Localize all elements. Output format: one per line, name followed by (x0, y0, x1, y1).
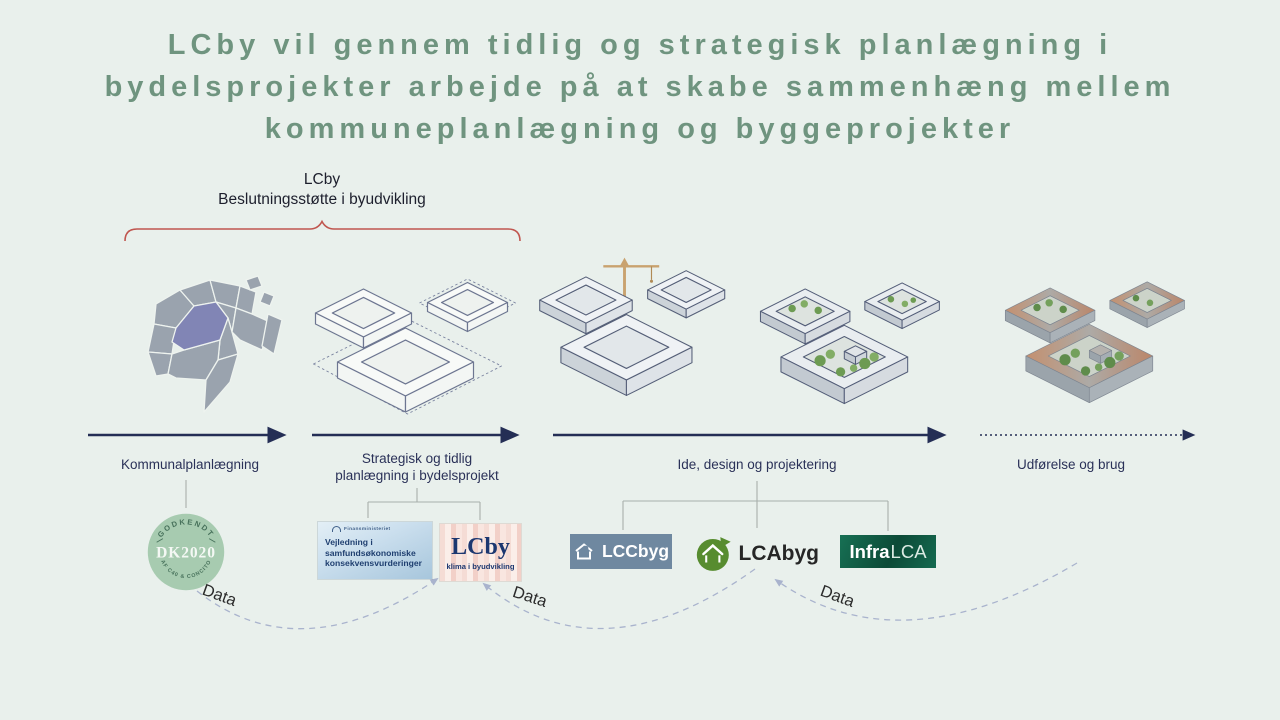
lcby-logo: LCby klima i byudvikling (440, 524, 521, 581)
bracket-label: LCby Beslutningsstøtte i byudvikling (122, 170, 522, 210)
bracket-label-line-2: Beslutningsstøtte i byudvikling (218, 191, 426, 208)
dk2020-name: DK2020 (156, 544, 216, 561)
lcabyg-name: LCAbyg (738, 542, 820, 565)
slide-title: LCby vil gennem tidlig og strategisk pla… (0, 24, 1280, 150)
bracket-label-line-1: LCby (303, 171, 341, 188)
slide-title-line-1: LCby vil gennem tidlig og strategisk pla… (167, 29, 1113, 61)
highlighted-district (171, 301, 229, 351)
infralca-name-light: LCA (890, 540, 927, 562)
illustration-massing-model-crane (539, 257, 726, 396)
courtyard-trees (1033, 294, 1154, 376)
scope-bracket (124, 219, 521, 242)
lcby-tagline: klima i byudvikling (446, 561, 515, 571)
phase-logo-connectors (185, 480, 889, 531)
infralca-name-bold: Infra (849, 540, 890, 562)
illustration-municipal-map (147, 275, 283, 413)
lcabyg-logo: LCAbyg (694, 532, 819, 576)
vejledning-guide-logo: Finansministeriet Vejledning i samfundsø… (318, 522, 432, 579)
illustration-early-plan-sketch (313, 278, 516, 415)
ministry-header: Finansministeriet (318, 522, 432, 532)
slide-title-line-3: kommuneplanlægning og byggeprojekter (264, 113, 1016, 145)
dk2020-badge: GODKENDT DK2020 AF C40 & CONCITO (147, 513, 225, 591)
lcby-name: LCby (451, 533, 510, 560)
vejledning-title: Vejledning i samfundsøkonomiske konsekve… (325, 537, 422, 568)
phase-label-udfoerelse: Udførelse og brug (1016, 457, 1126, 472)
phase-label-strategisk-tidlig: Strategisk og tidlig planlægning i bydel… (335, 451, 499, 483)
phase-label-ide-design: Ide, design og projektering (677, 457, 837, 472)
lca-circular-arrow-icon (696, 537, 731, 571)
illustration-realistic-city-blocks (1004, 281, 1185, 403)
illustration-design-model-green (759, 282, 940, 405)
data-curve-2 (482, 568, 756, 630)
ministry-crest-icon (332, 526, 341, 532)
courtyard-trees (788, 295, 917, 377)
lccbyg-name: LCCbyg (601, 541, 670, 561)
slide-title-line-2: bydelsprojekter arbejde på at skabe samm… (104, 71, 1176, 103)
ministry-name: Finansministeriet (344, 526, 391, 532)
lcc-house-icon (575, 543, 593, 560)
phase-label-kommunalplanlaegning: Kommunalplanlægning (120, 457, 260, 472)
lccbyg-logo: LCCbyg (570, 534, 672, 569)
